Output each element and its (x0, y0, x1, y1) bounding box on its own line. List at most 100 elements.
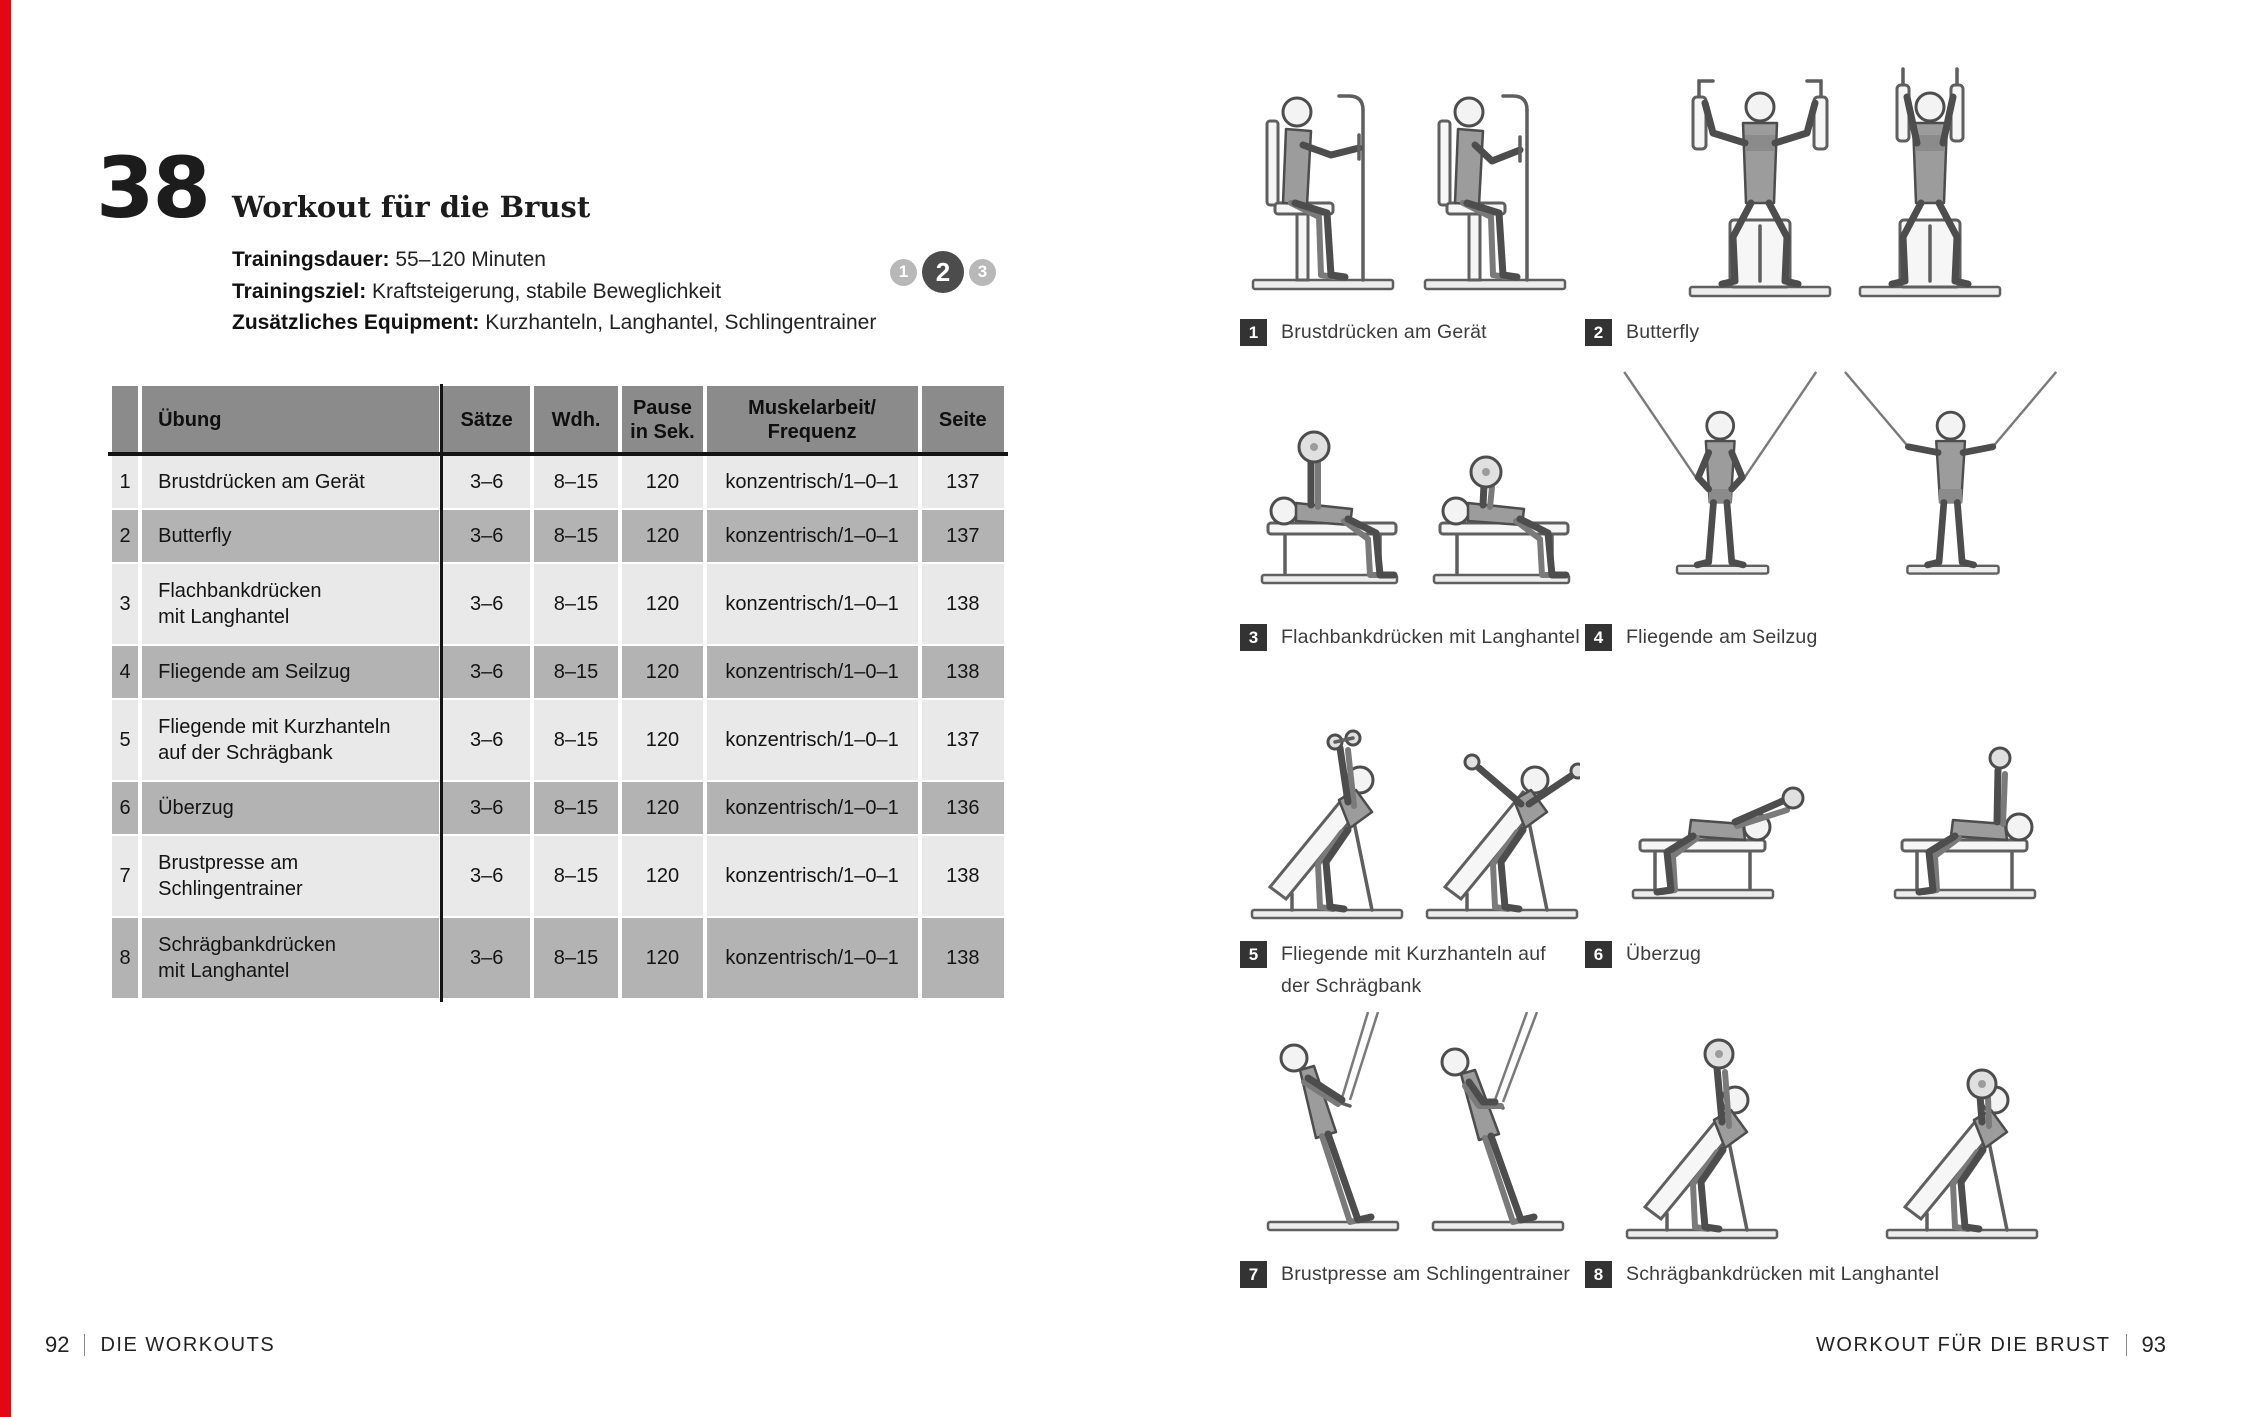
table-row: 3 Flachbankdrücken mit Langhantel 3–6 8–… (112, 564, 1004, 644)
cell-saetze: 3–6 (443, 836, 530, 916)
cell-muskelarbeit: konzentrisch/1–0–1 (706, 564, 918, 644)
cell-wdh: 8–15 (533, 918, 619, 998)
table-vertical-divider (440, 384, 443, 1002)
cell-nr: 6 (112, 782, 139, 834)
header-seite: Seite (921, 386, 1004, 454)
caption-number-badge: 8 (1585, 1261, 1612, 1288)
cell-nr: 7 (112, 836, 139, 916)
difficulty-level-1: 1 (890, 258, 917, 286)
exercise-illustration-incline-barbell-press (1585, 1012, 2105, 1247)
exercise-caption-3: 3 Flachbankdrücken mit Langhantel (1240, 624, 1580, 653)
footer-divider (2125, 1334, 2127, 1356)
cell-wdh: 8–15 (533, 782, 619, 834)
table-row: 6 Überzug 3–6 8–15 120 konzentrisch/1–0–… (112, 782, 1004, 834)
exercise-panel-6: 6 Überzug (1585, 692, 2105, 970)
table-row: 8 Schrägbankdrücken mit Langhantel 3–6 8… (112, 918, 1004, 998)
cell-saetze: 3–6 (443, 918, 530, 998)
training-goal-line: Trainingsziel: Kraftsteigerung, stabile … (232, 276, 876, 308)
caption-text: Flachbankdrücken mit Langhantel (1281, 626, 1580, 648)
cell-pause: 120 (622, 564, 703, 644)
cell-pause: 120 (622, 456, 703, 508)
equipment-line: Zusätzliches Equipment: Kurzhanteln, Lan… (232, 307, 876, 339)
exercise-illustration-flat-bench-press (1240, 370, 1580, 610)
training-duration-label: Trainingsdauer: (232, 248, 390, 271)
cell-wdh: 8–15 (533, 836, 619, 916)
caption-number-badge: 1 (1240, 319, 1267, 346)
training-goal-label: Trainingsziel: (232, 279, 367, 303)
exercise-panel-4: 4 Fliegende am Seilzug (1585, 370, 2105, 653)
cell-pause: 120 (622, 700, 703, 780)
training-goal-value: Kraftsteigerung, stabile Beweglichkeit (366, 279, 722, 303)
cell-muskelarbeit: konzentrisch/1–0–1 (706, 918, 918, 998)
exercise-caption-8: 8 Schrägbankdrücken mit Langhantel (1585, 1261, 2105, 1290)
header-pause: Pause in Sek. (622, 386, 703, 454)
table-row: 5 Fliegende mit Kurzhanteln auf der Schr… (112, 700, 1004, 780)
cell-muskelarbeit: konzentrisch/1–0–1 (706, 646, 918, 698)
caption-number-badge: 2 (1585, 319, 1612, 346)
exercise-illustration-cable-fly (1585, 370, 2105, 610)
exercise-panel-5: 5 Fliegende mit Kurzhanteln auf der Schr… (1240, 692, 1580, 1002)
cell-uebung: Brustdrücken am Gerät (142, 456, 440, 508)
exercise-illustration-pullover (1585, 692, 2105, 927)
exercise-caption-5: 5 Fliegende mit Kurzhanteln auf der Schr… (1240, 941, 1580, 1002)
difficulty-indicator: 1 2 3 (868, 249, 1018, 295)
cell-muskelarbeit: konzentrisch/1–0–1 (706, 510, 918, 562)
cell-seite: 138 (921, 564, 1004, 644)
footer-left: 92 DIE WORKOUTS (45, 1332, 275, 1358)
workout-number: 38 (96, 139, 211, 237)
caption-text: Brustpresse am Schlingentrainer (1281, 1263, 1571, 1285)
exercise-panel-1: 1 Brustdrücken am Gerät (1240, 55, 1580, 348)
training-duration-line: Trainingsdauer: 55–120 Minuten (232, 244, 876, 276)
page-edge-red-bar (0, 0, 11, 1417)
cell-muskelarbeit: konzentrisch/1–0–1 (706, 456, 918, 508)
cell-pause: 120 (622, 646, 703, 698)
header-wdh: Wdh. (533, 386, 619, 454)
caption-text: Überzug (1626, 943, 1702, 965)
cell-wdh: 8–15 (533, 456, 619, 508)
header-nr (112, 386, 139, 454)
header-saetze: Sätze (443, 386, 530, 454)
exercise-caption-2: 2 Butterfly (1585, 319, 2105, 348)
table-row: 4 Fliegende am Seilzug 3–6 8–15 120 konz… (112, 646, 1004, 698)
cell-uebung: Flachbankdrücken mit Langhantel (142, 564, 440, 644)
training-info-block: Trainingsdauer: 55–120 Minuten Trainings… (232, 244, 876, 339)
cell-muskelarbeit: konzentrisch/1–0–1 (706, 836, 918, 916)
exercise-caption-1: 1 Brustdrücken am Gerät (1240, 319, 1580, 348)
cell-saetze: 3–6 (443, 456, 530, 508)
cell-pause: 120 (622, 510, 703, 562)
cell-seite: 137 (921, 510, 1004, 562)
cell-nr: 5 (112, 700, 139, 780)
cell-nr: 1 (112, 456, 139, 508)
caption-text: Fliegende am Seilzug (1626, 626, 1818, 648)
cell-uebung: Schrägbankdrücken mit Langhantel (142, 918, 440, 998)
cell-seite: 138 (921, 918, 1004, 998)
cell-pause: 120 (622, 918, 703, 998)
cell-seite: 137 (921, 700, 1004, 780)
exercise-caption-6: 6 Überzug (1585, 941, 2105, 970)
cell-nr: 2 (112, 510, 139, 562)
table-row: 7 Brustpresse am Schlingentrainer 3–6 8–… (112, 836, 1004, 916)
equipment-value: Kurzhanteln, Langhantel, Schlingentraine… (479, 311, 877, 334)
caption-text: Brustdrücken am Gerät (1281, 321, 1487, 343)
cell-wdh: 8–15 (533, 646, 619, 698)
cell-saetze: 3–6 (443, 564, 530, 644)
equipment-label: Zusätzliches Equipment: (232, 311, 480, 334)
page-number-right: 93 (2141, 1332, 2166, 1357)
cell-saetze: 3–6 (443, 510, 530, 562)
exercise-illustration-chest-press-machine (1240, 55, 1580, 305)
difficulty-level-2-active: 2 (922, 251, 964, 293)
footer-divider (84, 1334, 86, 1356)
exercise-illustration-butterfly (1585, 55, 2105, 305)
footer-section-right: WORKOUT FÜR DIE BRUST (1816, 1333, 2111, 1356)
exercise-panel-3: 3 Flachbankdrücken mit Langhantel (1240, 370, 1580, 653)
cell-muskelarbeit: konzentrisch/1–0–1 (706, 782, 918, 834)
exercise-illustration-suspension-press (1240, 1012, 1580, 1247)
cell-seite: 136 (921, 782, 1004, 834)
cell-wdh: 8–15 (533, 564, 619, 644)
caption-number-badge: 6 (1585, 941, 1612, 968)
table-header-underline (108, 452, 1008, 456)
cell-pause: 120 (622, 782, 703, 834)
caption-text: Butterfly (1626, 321, 1700, 343)
cell-pause: 120 (622, 836, 703, 916)
